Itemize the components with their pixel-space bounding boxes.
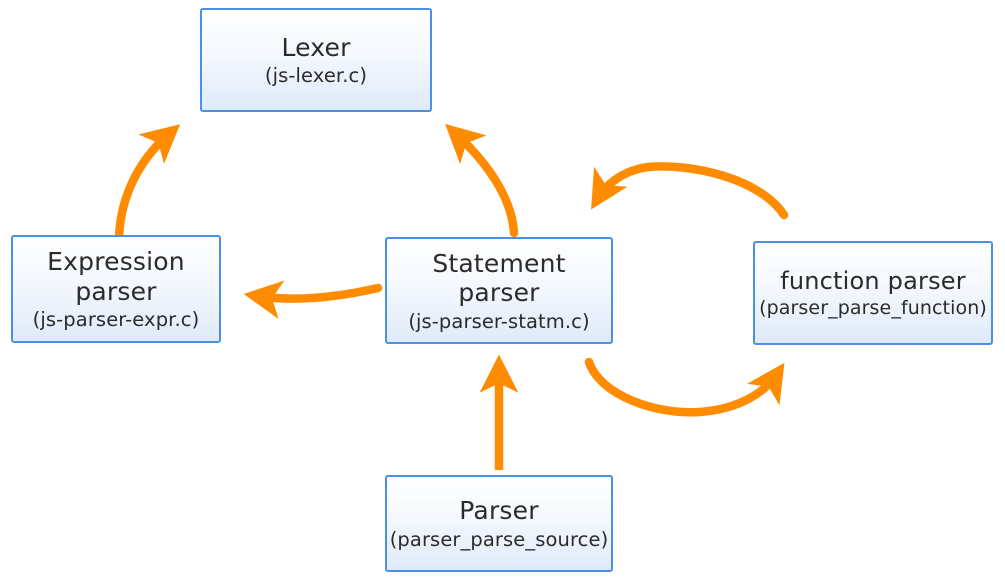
node-expression-parser[interactable]: Expression parser (js-parser-expr.c) xyxy=(11,235,221,343)
edge-statement-to-lexer xyxy=(445,123,519,238)
node-parser[interactable]: Parser (parser_parse_source) xyxy=(385,475,613,572)
node-lexer[interactable]: Lexer (js-lexer.c) xyxy=(200,8,432,112)
node-parser-title: Parser xyxy=(459,496,539,526)
edge-expression-to-lexer xyxy=(114,124,181,243)
node-lexer-title: Lexer xyxy=(281,32,351,62)
node-parser-file: (parser_parse_source) xyxy=(389,527,609,551)
node-expression-parser-file: (js-parser-expr.c) xyxy=(32,308,200,331)
node-lexer-file: (js-lexer.c) xyxy=(264,64,368,88)
edge-statement-to-expression xyxy=(243,280,383,319)
edge-function-to-statement xyxy=(591,162,789,220)
node-statement-parser[interactable]: Statement parser (js-parser-statm.c) xyxy=(385,237,613,344)
node-statement-parser-title-line2: parser xyxy=(458,278,540,307)
node-function-parser-title: function parser xyxy=(780,266,966,295)
edge-statement-to-function xyxy=(584,357,785,417)
node-statement-parser-title-line1: Statement xyxy=(432,248,566,278)
node-expression-parser-title-line1: Expression xyxy=(47,247,185,276)
node-expression-parser-title-line2: parser xyxy=(75,276,157,306)
node-function-parser[interactable]: function parser (parser_parse_function) xyxy=(753,241,993,345)
node-function-parser-file: (parser_parse_function) xyxy=(759,296,987,319)
node-statement-parser-file: (js-parser-statm.c) xyxy=(408,309,590,333)
